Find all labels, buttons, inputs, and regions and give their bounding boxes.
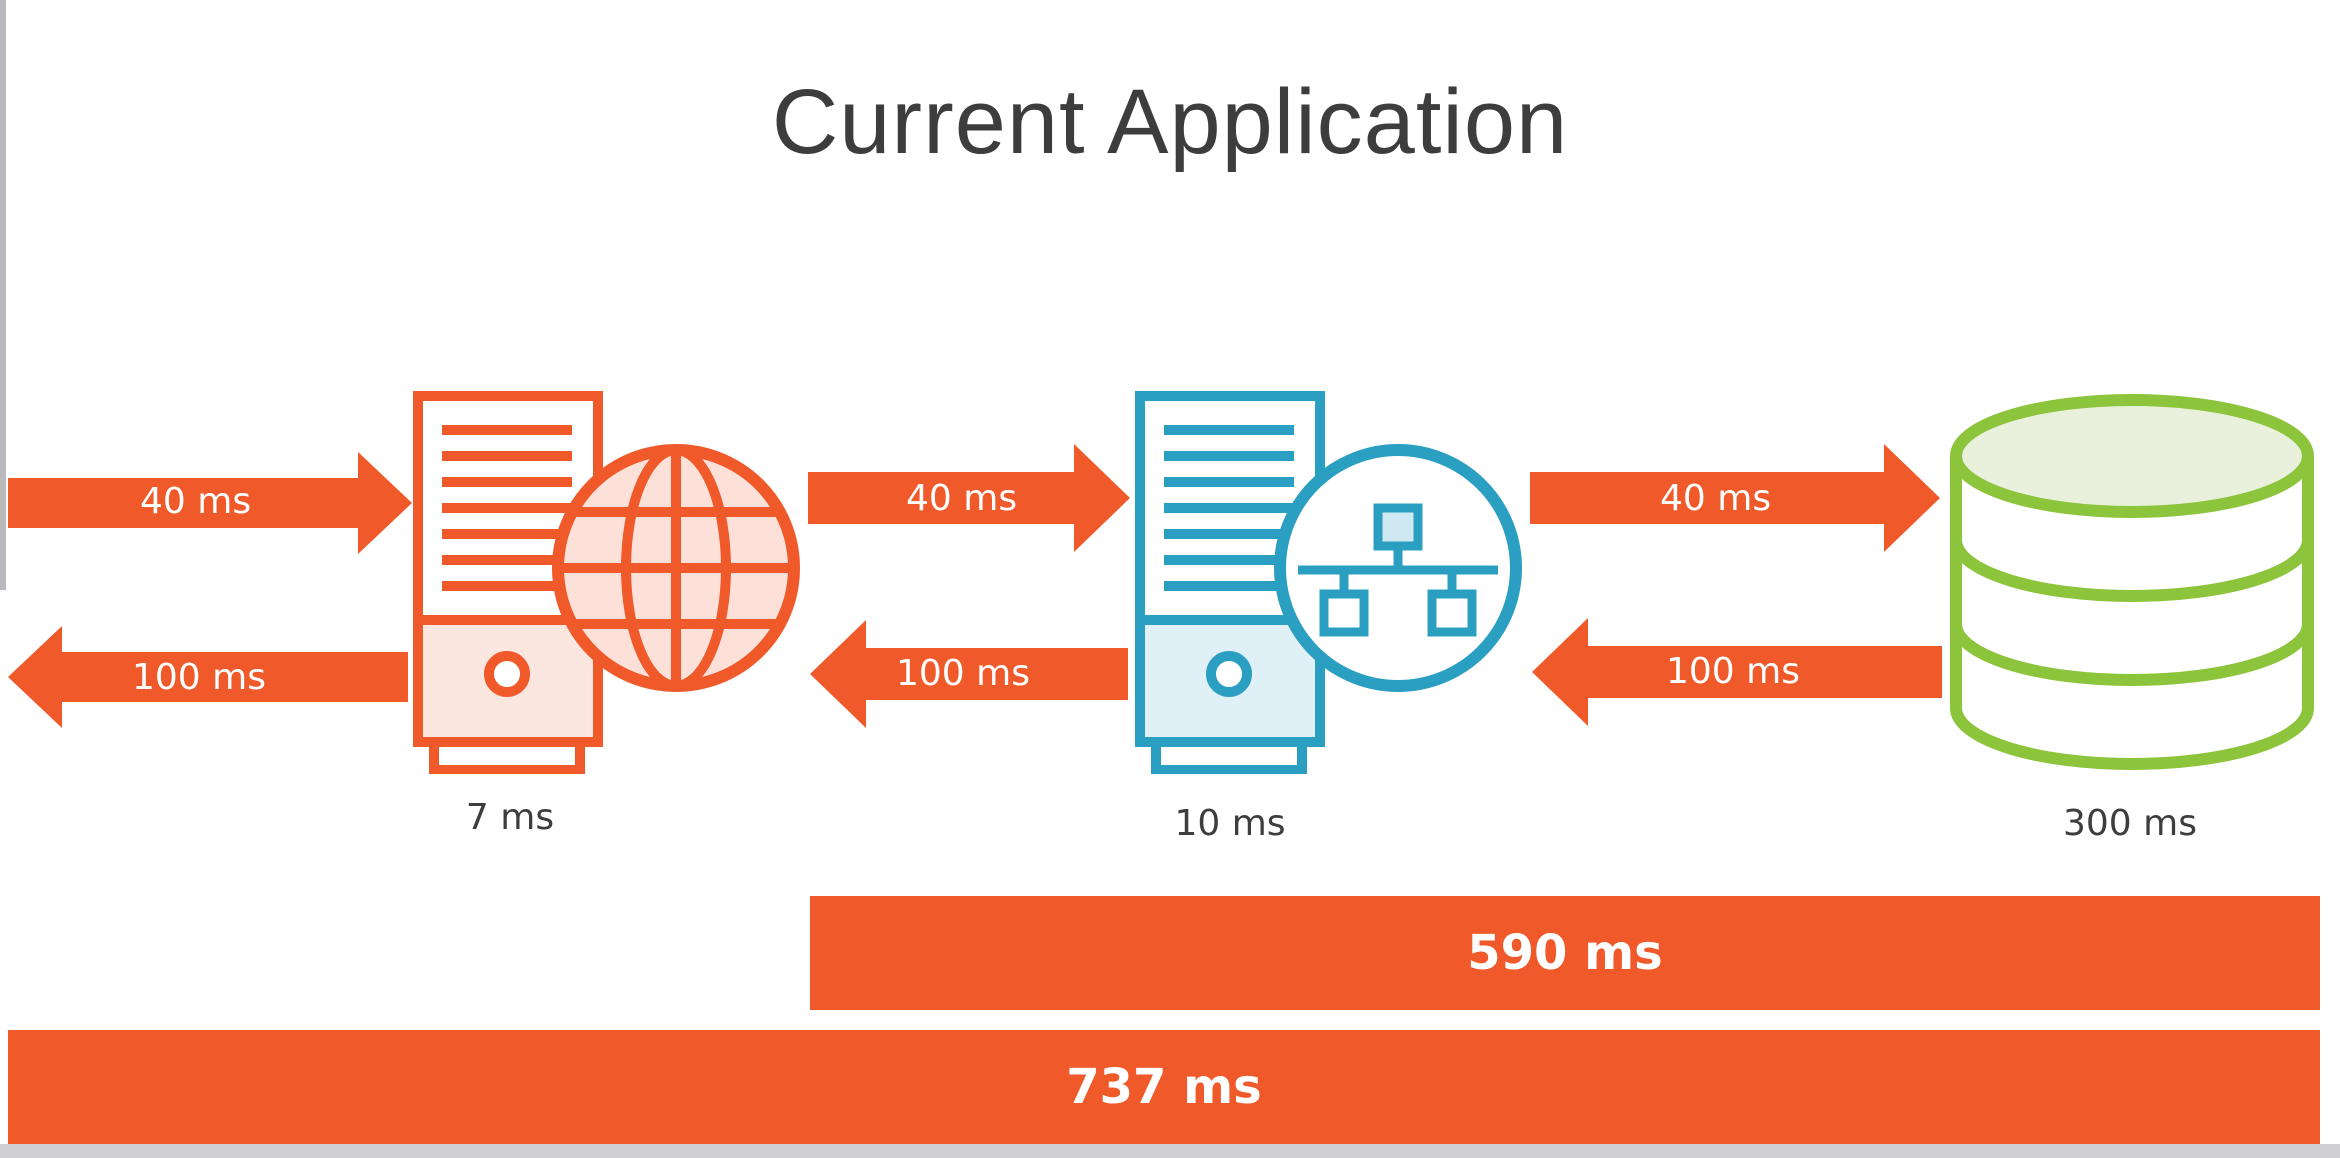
node-label-web-server: 7 ms	[465, 797, 555, 838]
arrow-right-1	[8, 452, 412, 554]
total-bar-overall: 737 ms	[8, 1030, 2320, 1144]
arrow-right-2	[808, 444, 1130, 552]
web-server-globe-icon	[413, 391, 800, 774]
node-label-database: 300 ms	[2063, 803, 2197, 844]
arrow-left-3	[1532, 618, 1942, 726]
bottom-edge-strip	[0, 1144, 2340, 1158]
database-icon	[1950, 394, 2314, 770]
page-title: Current Application	[771, 71, 1569, 173]
arrow-label-2: 100 ms	[132, 657, 266, 698]
total-bar-backend: 590 ms	[810, 896, 2320, 1010]
arrow-left-1	[8, 626, 408, 728]
arrow-label-6: 100 ms	[1666, 651, 1800, 692]
left-edge-strip	[0, 0, 6, 590]
arrow-label-3: 40 ms	[906, 478, 1018, 519]
arrow-label-4: 100 ms	[896, 653, 1030, 694]
arrow-label-5: 40 ms	[1660, 478, 1772, 519]
arrow-left-2	[810, 620, 1128, 728]
app-server-network-icon	[1135, 391, 1522, 774]
arrow-label-1: 40 ms	[140, 481, 252, 522]
node-label-app-server: 10 ms	[1174, 803, 1286, 844]
arrow-right-3	[1530, 444, 1940, 552]
